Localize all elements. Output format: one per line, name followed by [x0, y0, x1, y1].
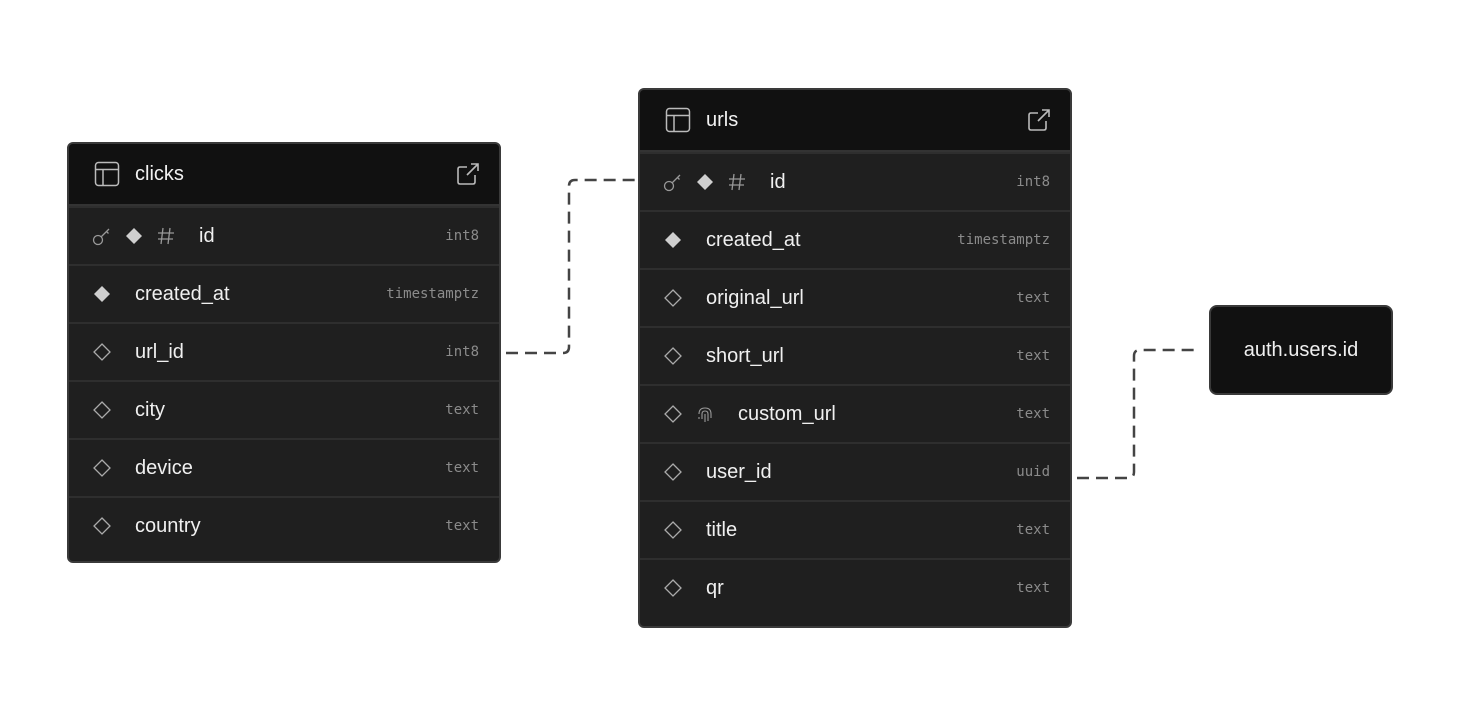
nullable-diamond-icon — [662, 519, 684, 541]
external-ref-label: auth.users.id — [1243, 338, 1359, 361]
not-null-diamond-icon — [694, 171, 716, 193]
nullable-diamond-icon — [91, 399, 113, 421]
column-name: short_url — [706, 344, 784, 367]
nullable-diamond-icon — [662, 287, 684, 309]
column-type: int8 — [1016, 174, 1050, 190]
table-header: urls — [640, 90, 1070, 152]
key-icon — [91, 225, 113, 247]
column-name: country — [135, 514, 201, 537]
column-row[interactable]: original_url text — [640, 268, 1070, 326]
column-type: text — [445, 402, 479, 418]
column-name: custom_url — [738, 402, 836, 425]
unique-fingerprint-icon — [694, 403, 716, 425]
column-type: text — [1016, 580, 1050, 596]
column-name: city — [135, 398, 165, 421]
nullable-diamond-icon — [662, 461, 684, 483]
table-header: clicks — [69, 144, 499, 206]
column-row[interactable]: short_url text — [640, 326, 1070, 384]
table-urls[interactable]: urls id int8 created_at timestamptz orig… — [638, 88, 1072, 628]
not-null-diamond-icon — [91, 283, 113, 305]
column-type: timestamptz — [386, 286, 479, 302]
column-name: qr — [706, 576, 724, 599]
column-name: title — [706, 518, 738, 541]
column-row[interactable]: id int8 — [69, 206, 499, 264]
column-row[interactable]: created_at timestamptz — [640, 210, 1070, 268]
nullable-diamond-icon — [91, 341, 113, 363]
nullable-diamond-icon — [91, 515, 113, 537]
identity-hash-icon — [726, 171, 748, 193]
external-link-icon[interactable] — [1026, 107, 1052, 133]
not-null-diamond-icon — [123, 225, 145, 247]
nullable-diamond-icon — [662, 577, 684, 599]
column-type: text — [445, 518, 479, 534]
nullable-diamond-icon — [91, 457, 113, 479]
column-type: timestamptz — [957, 232, 1050, 248]
nullable-diamond-icon — [662, 403, 684, 425]
column-row[interactable]: user_id uuid — [640, 442, 1070, 500]
column-row[interactable]: custom_url text — [640, 384, 1070, 442]
column-name: original_url — [706, 286, 804, 309]
external-link-icon[interactable] — [455, 161, 481, 187]
column-type: text — [1016, 522, 1050, 538]
key-icon — [662, 171, 684, 193]
column-type: int8 — [445, 344, 479, 360]
column-type: uuid — [1016, 464, 1050, 480]
identity-hash-icon — [155, 225, 177, 247]
column-row[interactable]: device text — [69, 438, 499, 496]
column-type: text — [1016, 290, 1050, 306]
column-row[interactable]: created_at timestamptz — [69, 264, 499, 322]
table-name: clicks — [135, 162, 184, 185]
column-type: int8 — [445, 228, 479, 244]
external-ref-node[interactable]: auth.users.id — [1209, 305, 1393, 395]
edge-urls-user_id-to-auth-users — [1077, 348, 1200, 480]
table-clicks[interactable]: clicks id int8 created_at timestamptz ur… — [67, 142, 501, 563]
column-row[interactable]: qr text — [640, 558, 1070, 616]
column-name: created_at — [135, 282, 230, 305]
column-type: text — [445, 460, 479, 476]
column-name: created_at — [706, 228, 801, 251]
column-row[interactable]: id int8 — [640, 152, 1070, 210]
column-name: id — [199, 224, 215, 247]
column-row[interactable]: country text — [69, 496, 499, 554]
nullable-diamond-icon — [662, 345, 684, 367]
table-icon — [664, 106, 692, 134]
column-name: id — [770, 170, 786, 193]
not-null-diamond-icon — [662, 229, 684, 251]
edge-clicks-url_id-to-urls-id — [506, 178, 640, 355]
column-type: text — [1016, 406, 1050, 422]
table-name: urls — [706, 108, 739, 131]
column-row[interactable]: title text — [640, 500, 1070, 558]
table-icon — [93, 160, 121, 188]
column-name: device — [135, 456, 193, 479]
column-name: url_id — [135, 340, 184, 363]
column-row[interactable]: city text — [69, 380, 499, 438]
column-row[interactable]: url_id int8 — [69, 322, 499, 380]
column-type: text — [1016, 348, 1050, 364]
column-name: user_id — [706, 460, 772, 483]
